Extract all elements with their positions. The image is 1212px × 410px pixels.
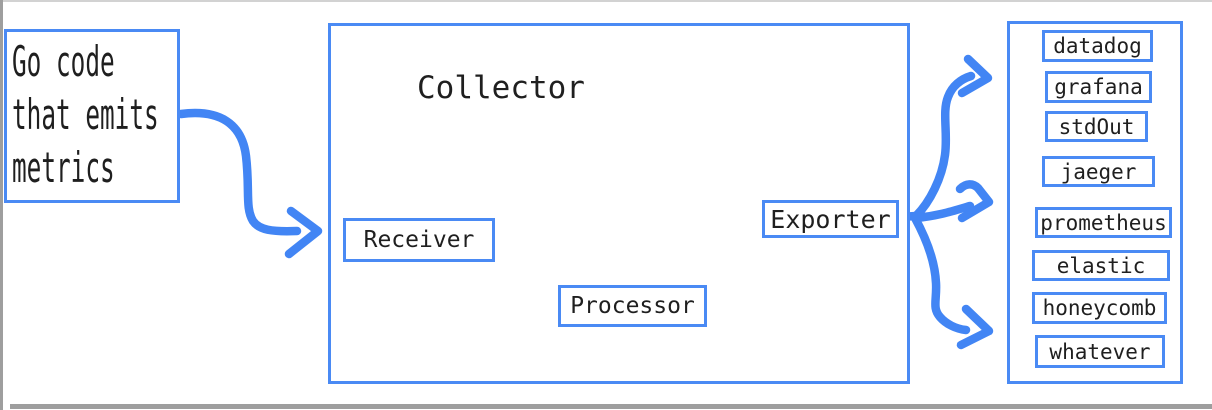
source-box-line: that emits — [12, 90, 159, 139]
arrowhead-source-to-receiver — [284, 206, 323, 259]
window-edge-left — [0, 0, 3, 410]
source-box-line: Go code — [12, 37, 115, 86]
arrow-fanout-middle — [911, 201, 975, 223]
window-edge-top — [0, 0, 1212, 2]
window-edge-bottom — [10, 404, 1212, 409]
collector-title: Collector — [417, 70, 585, 106]
receiver-box: Receiver — [343, 218, 495, 262]
destination-grafana: grafana — [1045, 71, 1152, 103]
destination-stdout: stdOut — [1045, 111, 1148, 142]
destination-honeycomb: honeycomb — [1032, 292, 1167, 324]
destination-prometheus: prometheus — [1035, 207, 1172, 238]
source-box-text: Go code that emits metrics — [12, 35, 186, 194]
source-box: Go code that emits metrics — [4, 29, 180, 203]
arrowhead-fanout-down — [956, 304, 994, 350]
exporter-box: Exporter — [762, 200, 899, 238]
source-box-line: metrics — [12, 143, 115, 192]
arrow-fanout-down — [910, 213, 971, 335]
destination-whatever: whatever — [1035, 335, 1165, 368]
destination-jaeger: jaeger — [1042, 156, 1155, 187]
processor-box: Processor — [558, 285, 707, 327]
arrowhead-fanout-middle — [955, 180, 994, 223]
destination-elastic: elastic — [1032, 250, 1170, 281]
arrow-source-to-receiver — [176, 108, 302, 236]
arrowhead-fanout-up — [957, 54, 993, 98]
destination-datadog: datadog — [1042, 30, 1153, 62]
arrow-fanout-up — [911, 71, 976, 221]
